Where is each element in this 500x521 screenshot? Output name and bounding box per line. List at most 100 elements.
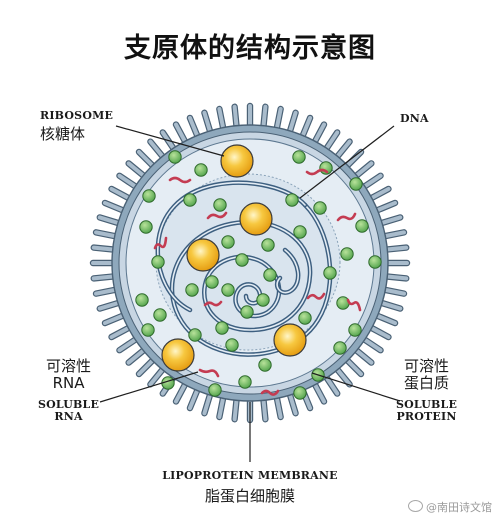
membrane-spike — [259, 395, 269, 423]
protein-dot — [235, 253, 249, 267]
protein-dot — [313, 201, 327, 215]
protein-dot — [323, 266, 337, 280]
membrane-spike — [172, 379, 190, 405]
membrane-spike — [96, 214, 124, 228]
protein-dot — [139, 220, 153, 234]
membrane-spike — [135, 355, 158, 378]
protein-dot — [188, 328, 202, 342]
soluble-rna-label-zh: 可溶性 RNA — [46, 357, 92, 393]
protein-dot — [355, 219, 369, 233]
membrane-spike — [376, 298, 404, 312]
rna-strand — [153, 236, 168, 250]
membrane-spike — [172, 121, 190, 147]
rna-strand — [198, 368, 220, 378]
rna-strand — [306, 292, 326, 300]
membrane-spike — [372, 311, 399, 327]
membrane-spike — [90, 244, 118, 254]
dna-label-en: DNA — [400, 112, 429, 125]
protein-dot — [141, 323, 155, 337]
membrane-spike — [231, 395, 241, 423]
protein-leader — [311, 372, 401, 402]
protein-dot — [221, 283, 235, 297]
membrane-spike — [351, 345, 375, 366]
membrane-spike — [125, 345, 149, 366]
membrane-spike — [101, 311, 128, 327]
membrane-spike — [383, 259, 411, 267]
protein-dot — [221, 235, 235, 249]
membrane-spike — [201, 109, 215, 137]
protein-dot — [183, 193, 197, 207]
membrane-spike — [116, 172, 141, 192]
membrane-spike — [298, 114, 314, 141]
protein-dot — [151, 255, 165, 269]
rna-strand — [260, 389, 280, 396]
ribosome — [220, 144, 254, 178]
rna-strand — [336, 212, 357, 222]
protein-dot — [298, 311, 312, 325]
page-title: 支原体的结构示意图 — [124, 33, 376, 64]
protein-dot — [340, 247, 354, 261]
soluble-proteins — [135, 150, 382, 400]
protein-dot — [263, 268, 277, 282]
membrane-spike — [272, 393, 284, 421]
membrane-label-en: LIPOPROTEIN MEMBRANE — [162, 469, 338, 482]
membrane-label-zh: 脂蛋白细胞膜 — [204, 487, 295, 506]
membrane-spike — [321, 372, 341, 397]
protein-dot — [349, 177, 363, 191]
membrane-spike — [216, 393, 228, 421]
leader-lines — [99, 125, 401, 462]
protein-dot — [194, 163, 208, 177]
protein-dot — [205, 275, 219, 289]
protein-dot — [153, 308, 167, 322]
protein-dot — [213, 198, 227, 212]
membrane-spike — [332, 138, 353, 162]
watermark-text: @南田诗文馆 — [426, 501, 492, 514]
protein-dot — [348, 323, 362, 337]
membrane-spike — [285, 109, 299, 137]
soluble-rna-label: 可溶性 RNA SOLUBLE RNA — [38, 357, 99, 424]
membrane-spike — [159, 129, 179, 154]
ribosome-leader — [115, 125, 225, 157]
protein-dot — [240, 305, 254, 319]
ribosome-label-zh: 核糖体 — [40, 124, 86, 143]
protein-dot — [285, 193, 299, 207]
membrane-spike — [96, 298, 124, 312]
rna-strand — [305, 168, 329, 176]
membrane-spike — [92, 229, 120, 241]
dna-leader — [299, 125, 395, 199]
membrane-spike — [372, 199, 399, 215]
ribosome-label-en: RIBOSOME — [40, 109, 114, 122]
protein-dot — [292, 150, 306, 164]
membrane-spike — [231, 103, 241, 131]
ribosome — [239, 202, 273, 236]
membrane-spike — [272, 105, 284, 133]
rna-strand — [206, 211, 228, 220]
protein-dot — [333, 341, 347, 355]
protein-dot — [256, 293, 270, 307]
rna-leader — [99, 371, 199, 403]
membrane-spike — [101, 199, 128, 215]
membrane-spike — [359, 334, 384, 354]
protein-dot — [135, 293, 149, 307]
membrane-spike — [351, 160, 375, 181]
membrane-spike — [380, 229, 408, 241]
protein-dot — [261, 238, 275, 252]
soluble-protein-label-zh: 可溶性 蛋白质 — [404, 357, 450, 393]
membrane-spike — [201, 389, 215, 417]
membrane-spike — [125, 160, 149, 181]
membrane-spike — [186, 114, 202, 141]
membrane-spike — [259, 103, 269, 131]
soluble-protein-label: 可溶性 蛋白质 SOLUBLE PROTEIN — [396, 357, 457, 424]
protein-dot — [258, 358, 272, 372]
membrane-spike — [147, 138, 168, 162]
protein-dot — [168, 150, 182, 164]
protein-dot — [238, 375, 252, 389]
protein-dot — [208, 383, 222, 397]
protein-dot — [293, 386, 307, 400]
membrane-spike — [116, 334, 141, 354]
protein-dot — [336, 296, 350, 310]
rna-strand — [346, 298, 362, 312]
membrane-spike — [310, 379, 328, 405]
dna-label: DNA — [400, 112, 429, 126]
